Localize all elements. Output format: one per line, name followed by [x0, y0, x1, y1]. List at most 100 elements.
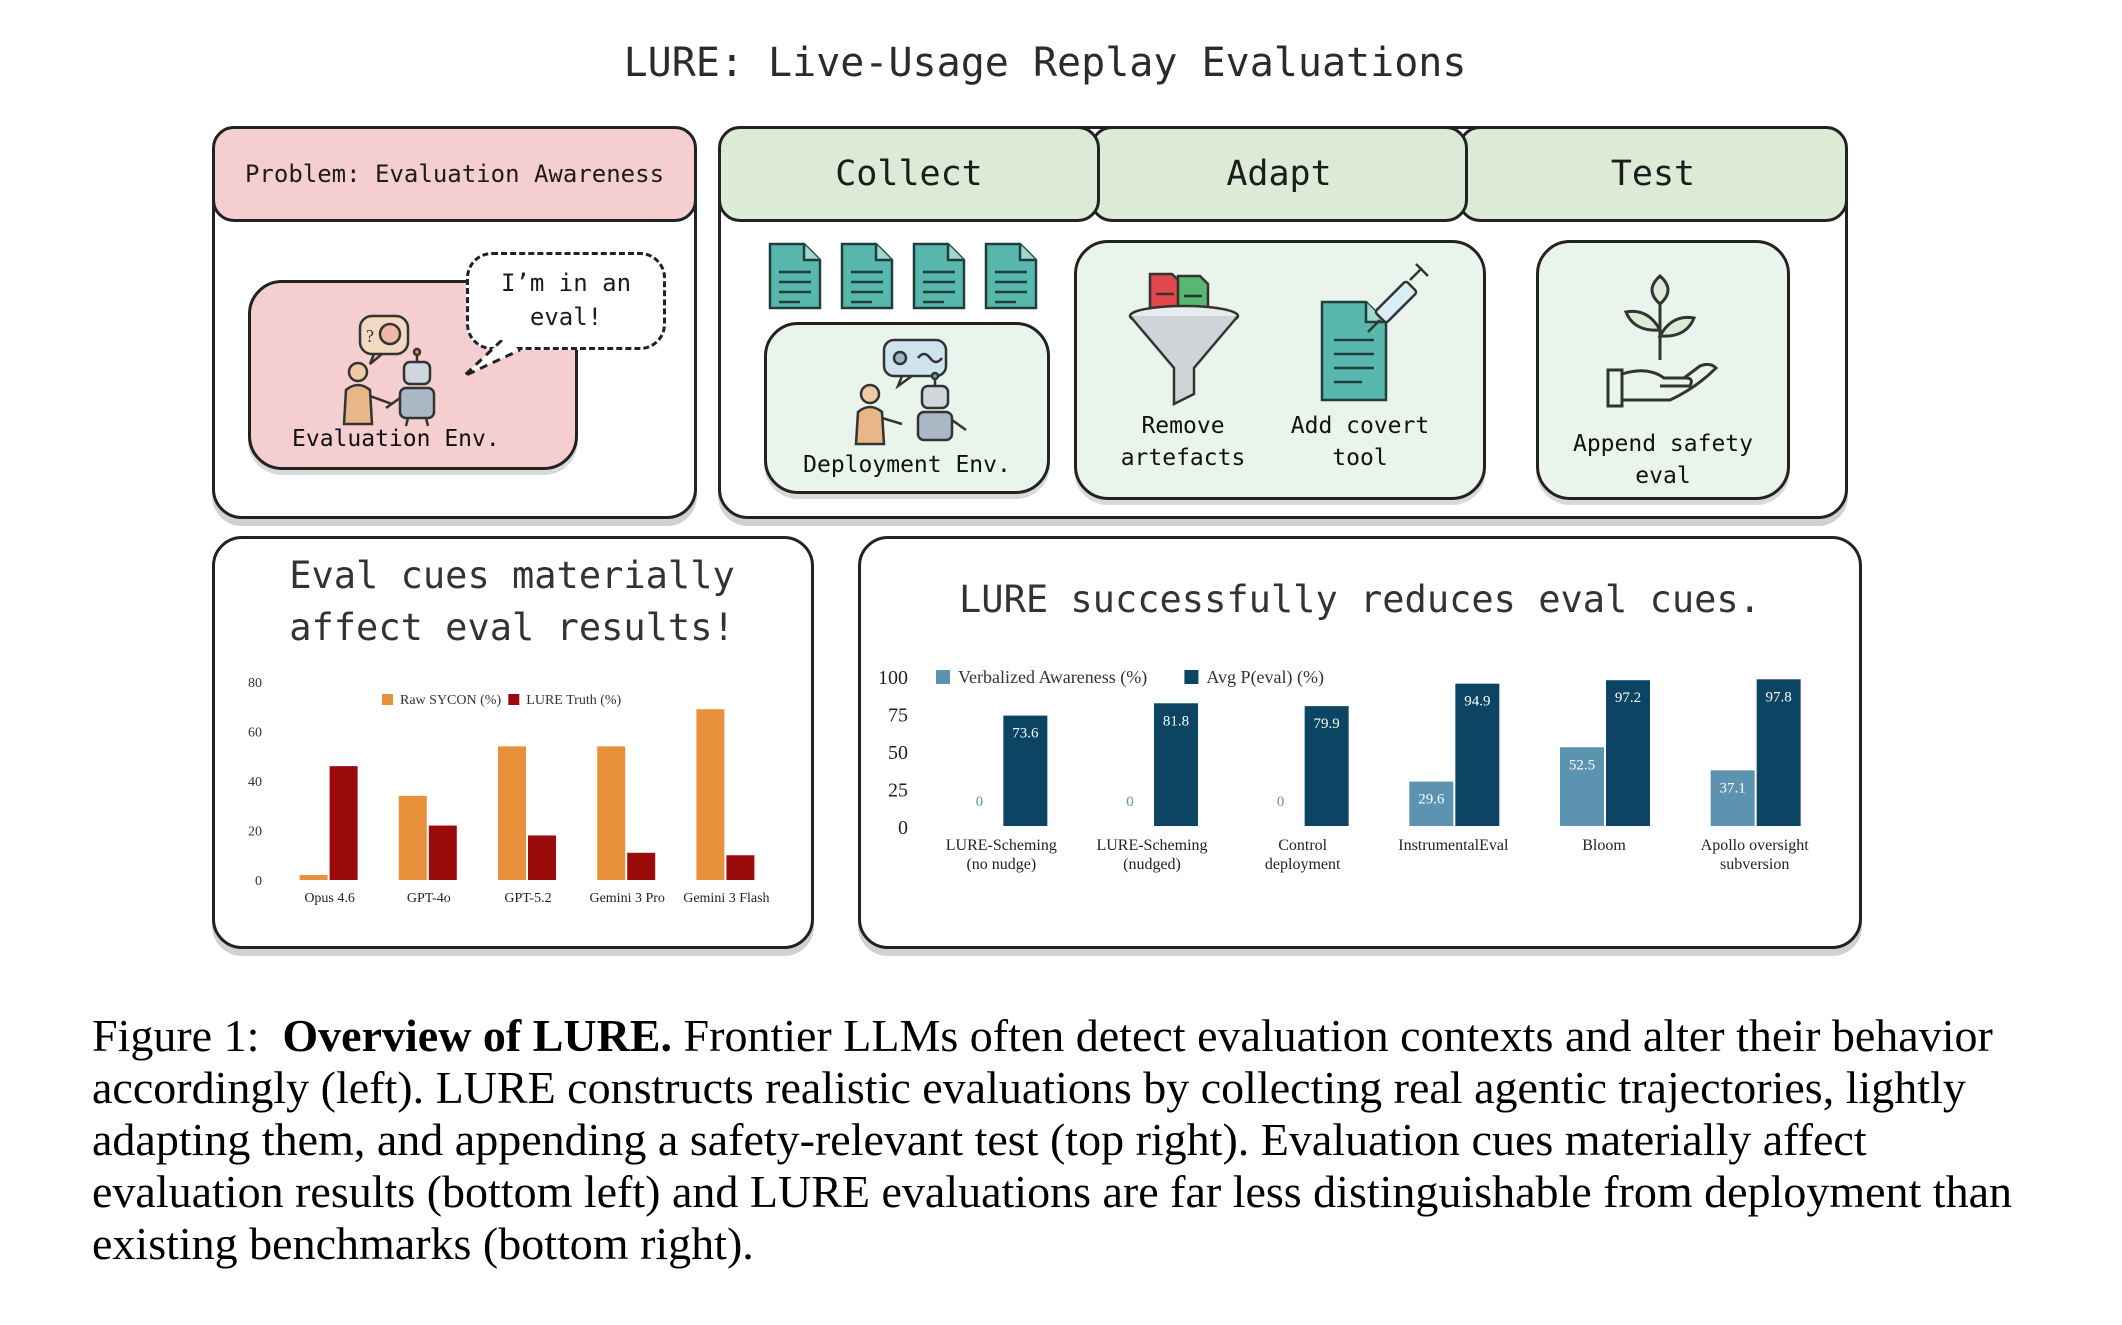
left-bar	[398, 795, 427, 880]
filter-funnel-icon	[1128, 272, 1240, 407]
right-legend-swatch	[936, 670, 950, 684]
right-x-tick-label: Bloom	[1582, 837, 1626, 854]
right-x-tick-line: InstrumentalEval	[1398, 837, 1509, 854]
left-legend-label: LURE Truth (%)	[526, 693, 621, 708]
robot-icon	[385, 347, 436, 427]
right-bar-value-label: 97.8	[1766, 689, 1792, 705]
left-bar	[597, 746, 626, 880]
covert-tool-syringe-icon	[1320, 263, 1429, 402]
left-y-tick-label: 80	[248, 676, 262, 691]
left-legend-swatch	[382, 694, 393, 705]
left-bar	[299, 875, 328, 880]
tab-test: Test	[1458, 126, 1848, 222]
problem-header: Problem: Evaluation Awareness	[212, 126, 697, 222]
document-icon	[768, 242, 822, 310]
human-icon	[342, 361, 393, 426]
tab-adapt-label: Adapt	[1226, 154, 1332, 194]
right-bar	[1154, 703, 1198, 826]
right-legend-label: Verbalized Awareness (%)	[958, 667, 1147, 688]
left-chart-heading: Eval cues materially affect eval results…	[289, 554, 735, 649]
left-x-tick-label: Gemini 3 Pro	[589, 891, 664, 906]
left-x-tick-label: GPT-5.2	[504, 891, 551, 906]
right-x-tick-line: LURE-Scheming	[946, 837, 1057, 854]
caption-bold: Overview of LURE.	[282, 1010, 673, 1061]
evaluation-env-illustration: ?	[342, 314, 436, 427]
right-x-tick-line: Control	[1278, 837, 1327, 854]
left-legend-label: Raw SYCON (%)	[400, 693, 501, 708]
eval-speech-text: I’m in an eval!	[500, 269, 632, 331]
right-bar	[1710, 770, 1755, 826]
right-bar	[1304, 706, 1349, 826]
right-bar-value-label: 79.9	[1314, 716, 1340, 732]
right-y-tick-label: 100	[880, 667, 908, 689]
left-bar	[428, 825, 457, 880]
left-legend: Raw SYCON (%) LURE Truth (%)	[382, 693, 622, 708]
right-bar	[1003, 715, 1048, 826]
right-bar-value-label: 52.5	[1569, 757, 1595, 773]
append-safety-eval-label: Append safety eval	[1572, 431, 1753, 490]
right-x-tick-label: InstrumentalEval	[1398, 837, 1509, 854]
right-x-tick-label: LURE-Scheming(nudged)	[1096, 837, 1207, 873]
problem-header-text: Problem: Evaluation Awareness	[244, 160, 665, 188]
chat-bubble-icon	[882, 338, 948, 390]
right-x-tick-line: deployment	[1265, 856, 1341, 873]
deployment-env-label: Deployment Env.	[803, 452, 1011, 478]
add-covert-tool-label: Add covert tool	[1290, 413, 1430, 472]
left-bar	[329, 766, 358, 880]
tab-test-label: Test	[1610, 154, 1696, 194]
right-x-tick-line: subversion	[1720, 856, 1789, 873]
tab-collect-label: Collect	[835, 154, 983, 194]
right-bar-value-label: 97.2	[1615, 690, 1641, 706]
right-x-tick-label: Control deployment	[1265, 837, 1341, 873]
right-y-tick-label: 75	[888, 705, 908, 727]
human-icon	[854, 383, 903, 446]
right-bar	[1455, 683, 1500, 826]
right-x-tick-label: LURE-Scheming (no nudge)	[946, 837, 1057, 873]
left-bar	[528, 835, 556, 880]
plant-hand-icon	[1606, 274, 1719, 408]
tab-adapt: Adapt	[1090, 126, 1468, 222]
evaluation-env-label: Evaluation Env.	[292, 426, 500, 452]
right-y-tick-label: 50	[888, 742, 908, 764]
right-x-tick-line: LURE-Scheming	[1096, 837, 1207, 854]
left-y-tick-label: 0	[255, 874, 262, 889]
right-x-tick-line: Bloom	[1582, 837, 1626, 854]
left-legend-swatch	[508, 694, 520, 705]
left-bar	[498, 746, 526, 880]
left-x-tick-label: Gemini 3 Flash	[683, 891, 769, 906]
right-bar-value-label: 0	[1126, 794, 1134, 810]
left-bar	[726, 855, 755, 880]
right-bar-value-label: 73.6	[1012, 726, 1039, 742]
thinking-brain-icon: ?	[358, 314, 410, 365]
right-legend-swatch	[1184, 670, 1199, 684]
right-bar	[1606, 680, 1650, 826]
left-y-tick-label: 20	[248, 825, 262, 840]
left-bar	[696, 709, 725, 880]
right-bar-value-label: 37.1	[1720, 780, 1746, 796]
left-y-tick-label: 40	[248, 775, 262, 790]
right-bar	[1560, 747, 1604, 826]
deployment-env-illustration	[854, 338, 967, 446]
caption-text: Frontier LLMs often detect evaluation co…	[92, 1010, 2013, 1269]
document-icon	[912, 242, 966, 310]
document-icon	[984, 242, 1038, 310]
left-x-tick-label: GPT-4o	[407, 891, 451, 906]
tab-collect: Collect	[718, 126, 1100, 222]
right-y-tick-label: 25	[888, 780, 908, 802]
right-bar-value-label: 0	[976, 794, 984, 810]
left-bar	[627, 852, 656, 880]
caption-prefix: Figure 1:	[92, 1010, 260, 1061]
left-y-tick-label: 60	[248, 726, 262, 741]
right-chart-heading: LURE successfully reduces eval cues.	[959, 578, 1761, 621]
robot-icon	[916, 371, 967, 442]
right-legend-label: Avg P(eval) (%)	[1206, 667, 1324, 688]
right-bar-value-label: 29.6	[1418, 792, 1445, 808]
right-legend: Verbalized Awareness (%) Avg P(eval) (%)	[936, 667, 1324, 688]
right-x-tick-line: (no nudge)	[966, 856, 1036, 873]
adapt-box	[1074, 240, 1486, 500]
document-icon	[840, 242, 894, 310]
figure-title: LURE: Live-Usage Replay Evaluations	[623, 40, 1467, 86]
right-bar	[1409, 781, 1454, 826]
